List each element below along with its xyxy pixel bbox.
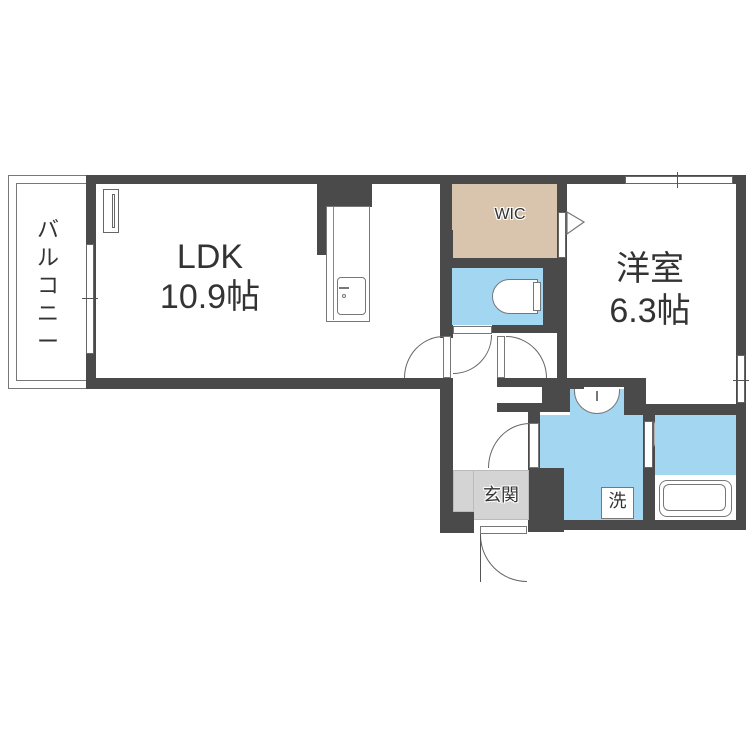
wall-entrance-bottom [440,512,474,533]
wall-western-bottom [570,378,584,390]
kitchen-pillar [317,175,372,207]
kitchen-wall [317,175,326,255]
western-room-side-window[interactable] [737,355,745,403]
ldk-balcony-window[interactable] [86,244,94,354]
toilet-tank [533,282,541,311]
wic-left-step [440,230,453,260]
toilet-bowl [492,279,538,314]
window-mullion [733,380,749,381]
wall-toilet-bottom [492,325,565,333]
western-room-size: 6.3帖 [609,292,691,330]
wall-top-left [86,175,746,184]
counter-edge [333,207,334,320]
wall-wic-left [440,175,452,235]
toilet-door-panel[interactable] [453,326,492,334]
faucet [339,287,349,289]
washbasin-tap [596,391,598,401]
wall-hall-notch [497,403,542,412]
wall-toilet-right [543,258,565,326]
washroom-door-panel[interactable] [529,423,539,468]
washing-machine-space [601,487,634,519]
ldk-room-size: 10.9帖 [159,278,261,316]
entrance[interactable] [473,470,529,520]
front-door-leaf [480,534,481,582]
washing-machine-label: 洗 [608,491,627,511]
wall-right [736,175,746,525]
front-door-panel[interactable] [480,526,527,534]
ldk-door-panel[interactable] [443,336,451,378]
wic-door-arrow-icon [566,210,586,236]
bathroom[interactable] [655,415,736,475]
balcony-char: ル [36,245,59,270]
bathtub-area [655,475,736,520]
wall-hall-left [440,378,453,533]
balcony-char: バ [36,217,59,242]
window-mullion [677,172,678,188]
balcony-char: コ [36,273,59,298]
entrance-label: 玄関 [483,485,519,505]
ldk-aircon-unit [103,189,119,233]
balcony-char: ー [36,329,59,354]
wall-bath-top [624,404,746,415]
western-room-name: 洋室 [616,250,684,288]
wall-washroom-top [542,378,570,412]
window-mullion [82,298,98,299]
wic-room-lower [453,237,557,258]
wic-label: WIC [494,206,526,223]
bathtub [659,480,732,517]
drain [342,294,346,298]
wall-ldk-bottom [86,378,442,389]
western-door-panel[interactable] [497,336,505,378]
wic-door[interactable] [558,212,566,258]
kitchen-sink [337,277,366,315]
wall-bottom-right [528,520,746,530]
bath-door[interactable] [644,421,653,468]
wall-toilet-left [440,258,453,338]
ldk-room-name: LDK [176,238,244,276]
shoe-cabinet [453,470,475,512]
wall-wic-bottom [440,258,565,268]
western-room-top-window[interactable] [625,176,733,184]
balcony-char: ニ [36,301,59,326]
balcony-label: バ ル コ ニ ー [34,216,62,356]
